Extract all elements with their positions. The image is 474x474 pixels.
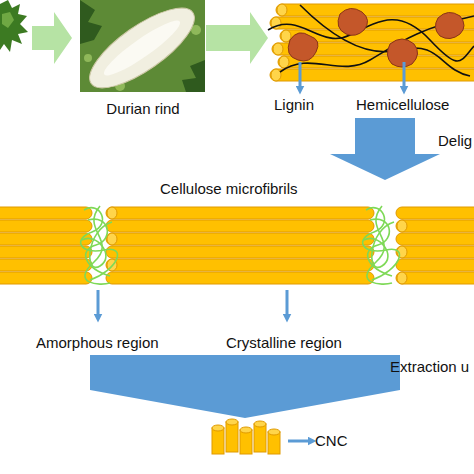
tangle-strand xyxy=(81,208,118,280)
durian-icon xyxy=(0,0,28,52)
tangle-strand xyxy=(363,208,400,280)
rod-end xyxy=(397,272,407,284)
cellulose-rod xyxy=(396,272,474,284)
rod-end xyxy=(107,207,117,219)
node-label: CNC xyxy=(315,432,348,450)
husk-spike xyxy=(84,54,92,62)
cellulose-rod xyxy=(106,259,374,271)
lignin-blob xyxy=(387,39,417,67)
callout-arrow xyxy=(288,440,312,443)
nanocrystal xyxy=(226,422,238,452)
step-label: Delig xyxy=(438,132,472,150)
cellulose-rod xyxy=(0,207,92,219)
cellulose-rod xyxy=(106,272,374,284)
cellulose-rod xyxy=(106,220,374,232)
process-arrow xyxy=(206,12,268,64)
cellulose-rod xyxy=(106,207,374,219)
callout-arrow xyxy=(97,290,100,318)
cellulose-rod xyxy=(396,220,474,232)
cellulose-rod xyxy=(396,246,474,258)
tangle-strand xyxy=(85,206,110,284)
nanocrystal xyxy=(240,430,252,454)
nanocrystal-top xyxy=(212,425,224,431)
tangle-strand xyxy=(82,222,112,267)
husk-spikes xyxy=(80,0,102,44)
fibre-bundle xyxy=(268,4,474,90)
cellulose-rod xyxy=(106,246,374,258)
durian-rind-photo xyxy=(80,0,205,92)
nanocrystal-top xyxy=(226,419,238,425)
cnc-crystals xyxy=(212,419,312,454)
hemicellulose-strand xyxy=(300,5,470,76)
cellulose-rod xyxy=(106,233,374,245)
lignin-blob xyxy=(288,33,318,61)
nanocrystal xyxy=(212,428,224,454)
rind-flesh xyxy=(80,0,205,92)
lignin-blob xyxy=(338,8,368,35)
rod-end xyxy=(107,233,117,245)
microfibril-row xyxy=(0,206,474,318)
callout-arrow xyxy=(299,62,302,90)
cellulose-rod xyxy=(396,259,474,271)
durian-fruit xyxy=(0,0,28,52)
process-arrow xyxy=(32,12,72,64)
amorphous-tangle xyxy=(363,206,400,284)
callout-arrow xyxy=(403,62,406,90)
cellulose-rod xyxy=(0,246,92,258)
step-label: Extraction u xyxy=(390,358,469,376)
rod-end xyxy=(397,220,407,232)
nanocrystal-top xyxy=(240,427,252,433)
rod-end xyxy=(277,4,287,16)
durian-highlight xyxy=(2,12,14,28)
tangle-strand xyxy=(367,206,392,284)
cellulose-rod xyxy=(0,272,92,284)
cellulose-rod xyxy=(0,233,92,245)
rod-end xyxy=(273,43,283,55)
rind-core xyxy=(99,14,185,82)
cnc-box: CNC xyxy=(205,418,350,460)
lignin-blob xyxy=(435,12,464,38)
cellulose-rod xyxy=(396,233,474,245)
cellulose-rod xyxy=(0,220,92,232)
rod-end xyxy=(271,69,281,81)
node-label: Lignin xyxy=(274,96,314,114)
cellulose-rod xyxy=(0,259,92,271)
node-label: Durian rind xyxy=(80,100,206,118)
husk-spikes xyxy=(182,60,205,92)
microfibril-box: Cellulose microfibrilsAmorphous region Cr… xyxy=(0,180,474,355)
node-label: Cellulose microfibrils xyxy=(160,180,298,198)
callout-arrow xyxy=(286,290,289,318)
amorphous-tangle xyxy=(81,206,118,284)
process-arrow xyxy=(330,118,440,180)
node-label: Crystalline region xyxy=(226,334,342,352)
photo-box: Durian rind xyxy=(80,0,206,120)
node-label: Amorphous region xyxy=(36,334,159,352)
nanocrystal xyxy=(254,424,266,452)
cellulose-rod xyxy=(396,207,474,219)
tangle-strand xyxy=(364,222,394,267)
fibre-box: Lignin Hemicellulose xyxy=(268,0,474,118)
rod-end xyxy=(279,56,289,68)
process-arrow xyxy=(90,355,400,418)
nanocrystal-top xyxy=(268,429,280,435)
node-label: Hemicellulose xyxy=(356,96,449,114)
nanocrystal-top xyxy=(254,421,266,427)
